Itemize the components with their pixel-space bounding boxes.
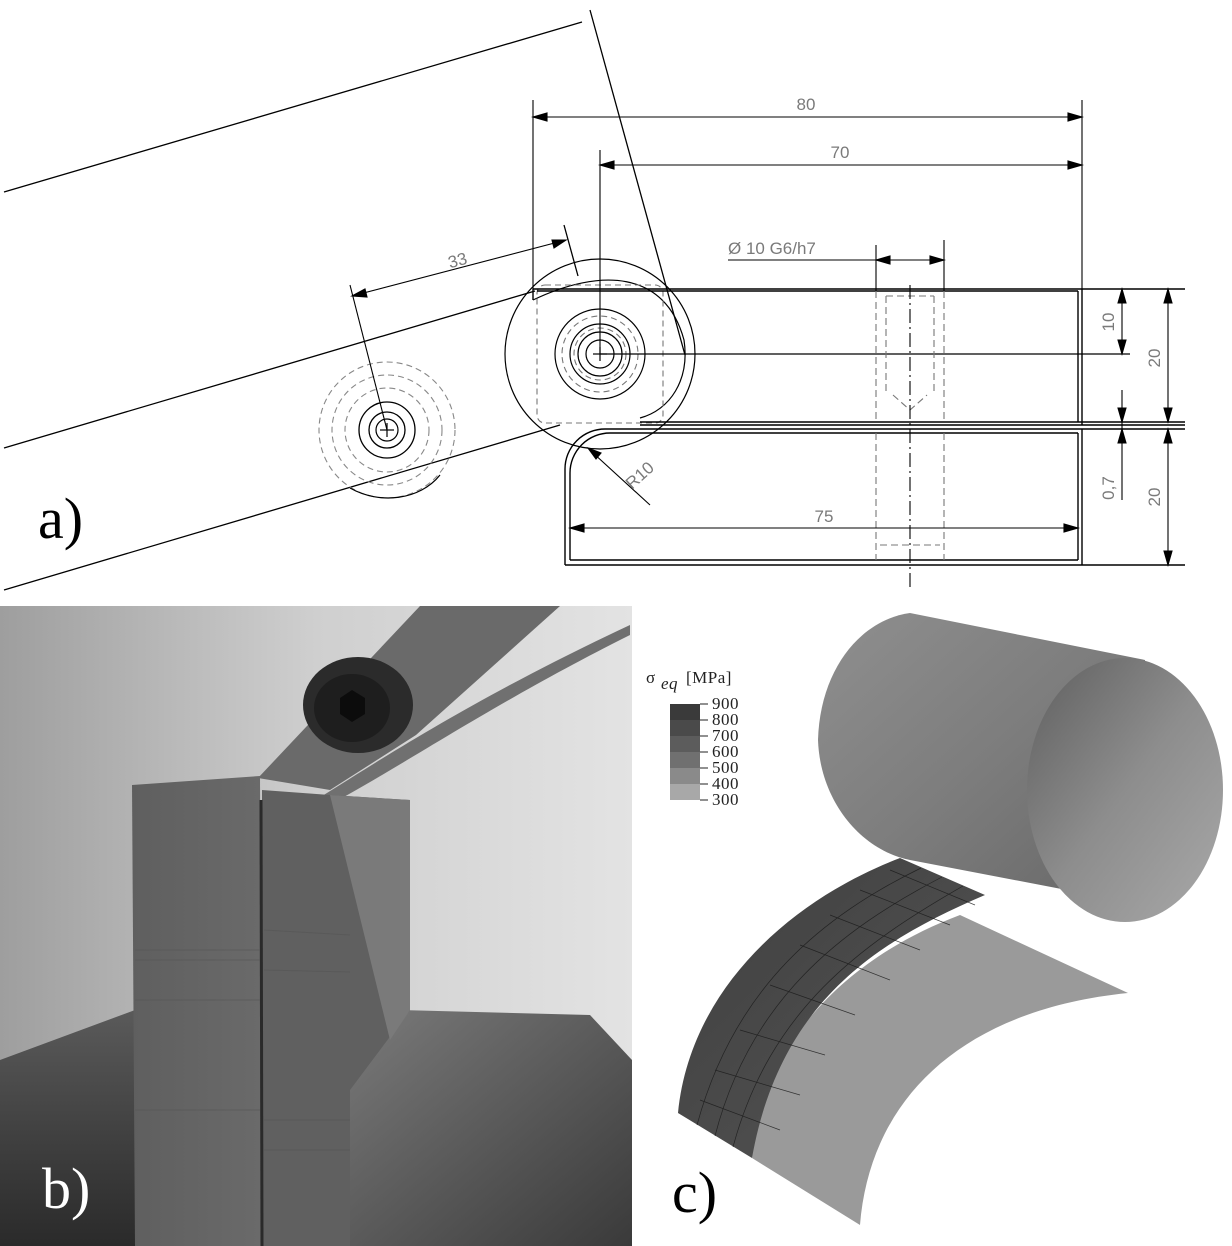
legend-title-symbol: σ (646, 668, 656, 687)
legend-title-subscript: eq (661, 674, 678, 693)
legend-level-700: 700 (712, 726, 739, 745)
legend-level-900: 900 (712, 694, 739, 713)
legend-level-600: 600 (712, 742, 739, 761)
legend-level-800: 800 (712, 710, 739, 729)
dim-75: 75 (815, 507, 834, 526)
centre-marks (380, 347, 1130, 437)
legend-scale (670, 703, 708, 801)
legend-level-400: 400 (712, 774, 739, 793)
block-gap (259, 799, 264, 1246)
legend-swatch-900 (670, 704, 700, 720)
bent-sheet (300, 625, 630, 815)
sheet-mesh (696, 867, 976, 1148)
technical-drawing: 80 70 33 Ø 10 G6/h7 10 20 0,7 20 75 R10 … (3, 9, 1185, 591)
legend-swatch-500 (670, 768, 700, 784)
fem-simulation: σ eq [MPa] 900 800 700 600 500 400 300 c… (646, 613, 1223, 1225)
hex-socket (340, 690, 365, 722)
vise-jaw-left (0, 1010, 140, 1246)
sheet-stressed (678, 858, 985, 1158)
legend-level-500: 500 (712, 758, 739, 777)
dim-0-7: 0,7 (1099, 476, 1118, 500)
dim-r10: R10 (622, 458, 658, 493)
dimension-lines (349, 100, 1173, 568)
die-blocks (532, 288, 1185, 566)
dim-10: 10 (1099, 313, 1118, 332)
dim-70: 70 (831, 143, 850, 162)
panel-label-c: c) (672, 1160, 717, 1225)
dim-20-top: 20 (1145, 349, 1164, 368)
legend-swatch-600 (670, 752, 700, 768)
pivot-left (318, 361, 456, 499)
photo-specimen: b) (0, 606, 632, 1246)
legend-title-unit: [MPa] (686, 668, 732, 687)
dim-33: 33 (446, 249, 469, 272)
dim-80: 80 (797, 95, 816, 114)
panel-label-a: a) (38, 486, 83, 551)
roller-end-face (1027, 658, 1223, 922)
dim-bore: Ø 10 G6/h7 (728, 239, 816, 258)
panel-label-b: b) (42, 1156, 90, 1221)
layer-lines (135, 929, 351, 1151)
legend-swatch-700 (670, 736, 700, 752)
legend-swatch-400 (670, 784, 700, 800)
legend-swatch-800 (670, 720, 700, 736)
inclined-arm (3, 9, 686, 591)
legend-level-300: 300 (712, 790, 739, 809)
vise-jaw-right (350, 1010, 632, 1246)
block-left (132, 776, 262, 1246)
dim-20-bottom: 20 (1145, 488, 1164, 507)
sheet-light (752, 915, 1128, 1225)
